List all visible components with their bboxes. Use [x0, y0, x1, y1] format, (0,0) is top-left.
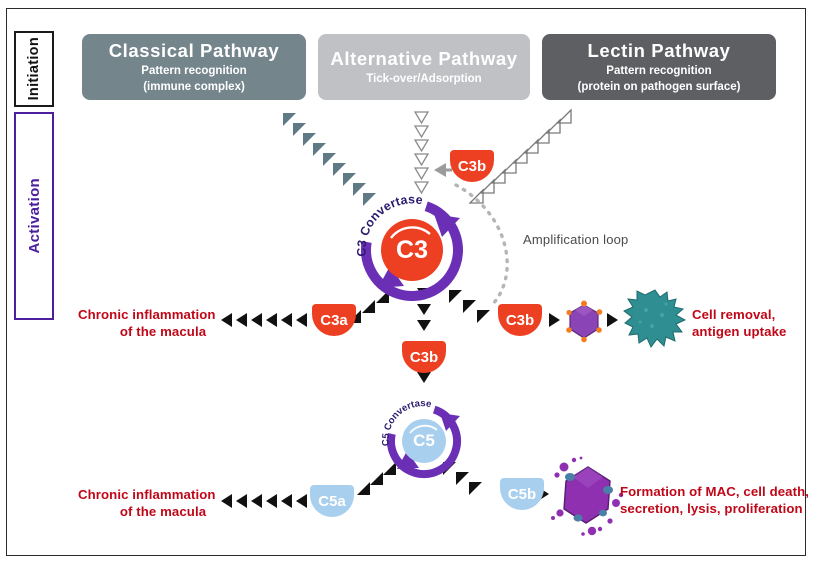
c3-core: C3 — [381, 219, 443, 281]
amplification-loop-label: Amplification loop — [523, 232, 629, 247]
chronic-inflammation-top: Chronic inflammation of the macula — [78, 306, 248, 341]
badge-c3b-center: C3b — [402, 341, 446, 373]
pathway-box-lectin: Lectin Pathway Pattern recognition (prot… — [542, 34, 776, 100]
c3-convertase: C3 Convertase C3 — [350, 188, 474, 312]
pathway-sub2-classical: (immune complex) — [143, 80, 245, 93]
cell-removal-line2: antigen uptake — [692, 324, 787, 340]
pathway-sub1-lectin: Pattern recognition — [606, 64, 712, 77]
stage-label-initiation: Initiation — [14, 31, 54, 107]
lysing-cell-mac-icon — [551, 456, 624, 536]
stage-label-activation: Activation — [14, 112, 54, 320]
mac-formation-label: Formation of MAC, cell death, secretion,… — [620, 483, 809, 518]
stage-label-initiation-text: Initiation — [26, 37, 42, 101]
opsonized-cell-icon — [566, 300, 603, 343]
badge-c5a: C5a — [310, 485, 354, 517]
c3-core-highlight — [390, 226, 431, 239]
cell-removal-line1: Cell removal, — [692, 307, 776, 322]
pathway-sub1-classical: Pattern recognition — [141, 64, 247, 77]
stage-label-activation-text: Activation — [25, 178, 43, 254]
badge-c3a: C3a — [312, 304, 356, 336]
c5-core: C5 — [402, 419, 446, 463]
c5-convertase: C5 Convertase C5 — [378, 395, 470, 487]
pathway-box-classical: Classical Pathway Pattern recognition (i… — [82, 34, 306, 100]
pathway-title-classical: Classical Pathway — [108, 40, 280, 62]
pathway-box-alternative: Alternative Pathway Tick-over/Adsorption — [318, 34, 530, 100]
c3-core-label: C3 — [396, 235, 428, 264]
chronic-inflammation-top-line1: Chronic inflammation — [78, 307, 216, 322]
pathway-sub1-alternative: Tick-over/Adsorption — [366, 72, 482, 85]
chronic-inflammation-top-line2: of the macula — [119, 324, 207, 340]
chronic-inflammation-bottom-line2: of the macula — [119, 504, 207, 520]
chronic-inflammation-bottom: Chronic inflammation of the macula — [78, 486, 248, 521]
pathway-title-lectin: Lectin Pathway — [587, 40, 731, 62]
diagram-frame — [6, 8, 806, 556]
cell-removal-label: Cell removal, antigen uptake — [692, 306, 786, 341]
pathway-sub2-lectin: (protein on pathogen surface) — [577, 80, 741, 93]
mac-line1: Formation of MAC, cell death, — [620, 484, 809, 499]
mac-line2: secretion, lysis, proliferation — [620, 501, 803, 517]
chronic-inflammation-bottom-line1: Chronic inflammation — [78, 487, 216, 502]
c5-core-highlight — [409, 424, 438, 434]
macrophage-icon — [623, 289, 687, 348]
pathway-title-alternative: Alternative Pathway — [330, 48, 518, 70]
c3-ring-arrow — [361, 198, 463, 301]
c5-ring-arrow — [387, 404, 461, 478]
c5-core-label: C5 — [413, 431, 435, 450]
